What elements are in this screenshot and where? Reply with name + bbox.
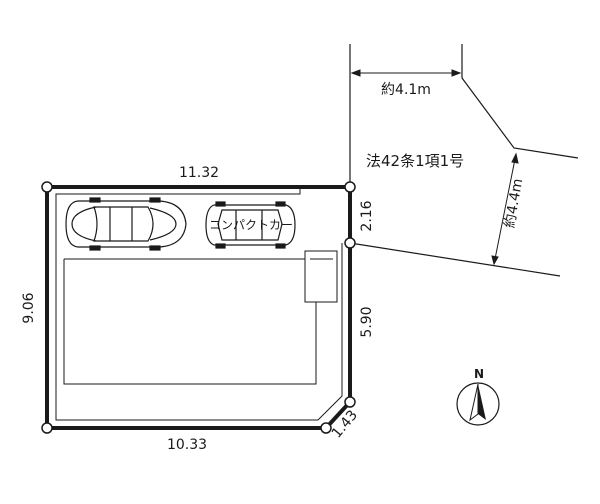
road-line-diagonal	[461, 77, 579, 159]
lot-boundary	[45, 185, 352, 430]
car-sedan-icon	[65, 197, 187, 251]
road-width-top-label: 約4.1m	[381, 82, 431, 98]
marker-right-mid	[344, 237, 356, 249]
compass-needle-right	[478, 384, 486, 420]
north-label: N	[474, 367, 484, 381]
parking-label: コンパクトカー	[209, 218, 293, 232]
building-footprint	[63, 250, 338, 385]
road-line-lower	[349, 242, 561, 277]
marker-top-left	[41, 181, 53, 193]
marker-top-right	[344, 181, 356, 193]
outdoor-unit	[304, 250, 338, 303]
marker-corner-upper	[344, 396, 356, 408]
road-width-dimension-top	[350, 69, 462, 77]
dim-right-upper: 2.16	[359, 200, 375, 231]
car-compact-icon	[205, 201, 296, 249]
road-boundaries	[349, 44, 579, 277]
dim-left: 9.06	[21, 292, 37, 323]
survey-markers	[41, 181, 356, 434]
inner-setback-line	[55, 187, 343, 421]
dim-bottom: 10.33	[167, 437, 207, 453]
road-width-right-label: 約4.4m	[502, 177, 526, 229]
road-width-dimension-right	[491, 152, 519, 266]
dim-corner-cut: 1.43	[329, 407, 361, 441]
marker-bottom-left	[41, 422, 53, 434]
dim-top: 11.32	[179, 165, 219, 181]
marker-corner-lower	[320, 422, 332, 434]
north-compass: N	[456, 367, 500, 426]
road-label: 法42条1項1号	[366, 152, 464, 170]
dim-right-lower: 5.90	[359, 306, 375, 337]
